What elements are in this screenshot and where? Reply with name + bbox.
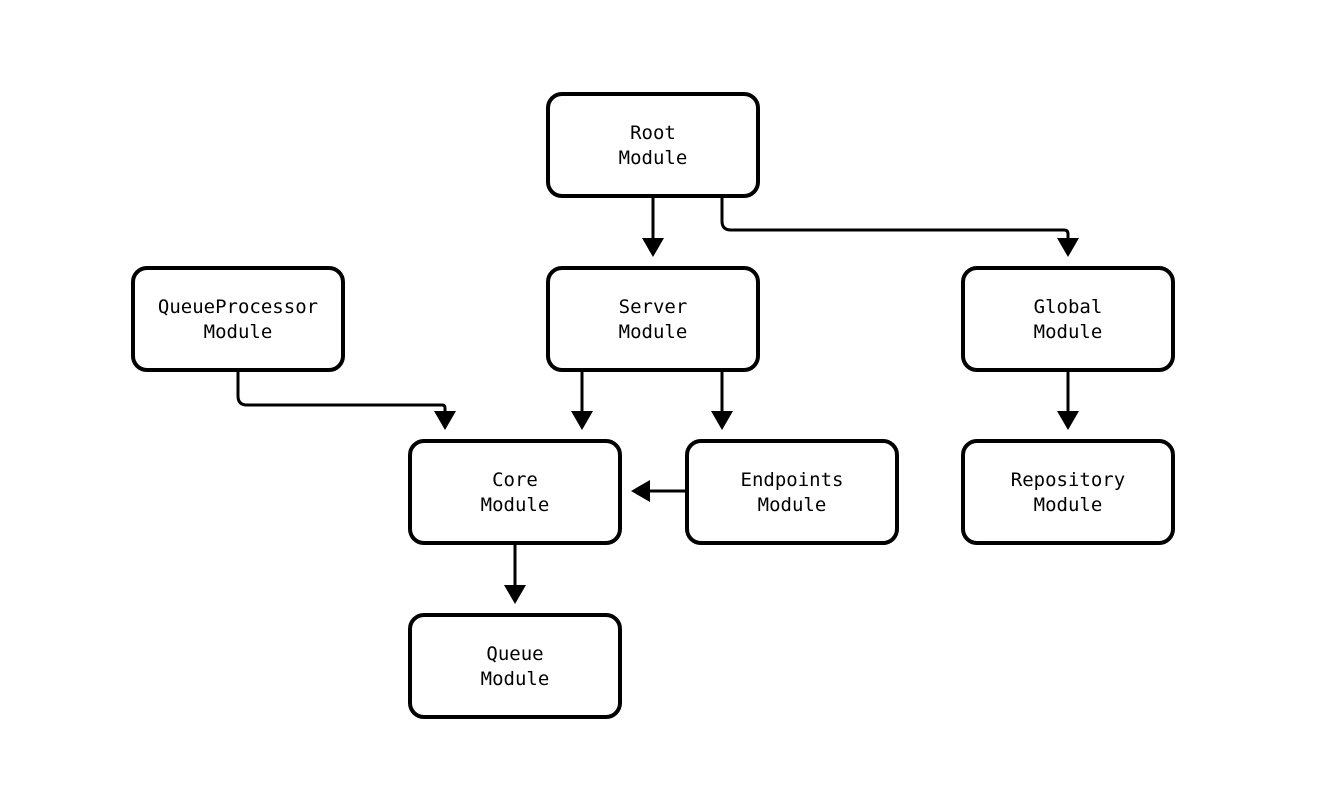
node-label-line1: Root bbox=[630, 122, 676, 144]
node-box[interactable] bbox=[685, 439, 899, 545]
arrowhead-icon bbox=[642, 238, 664, 257]
edge-core-to-queue bbox=[504, 543, 526, 604]
node-label-line2: Module bbox=[758, 493, 827, 515]
edge-line bbox=[720, 196, 1070, 238]
edge-global-to-repository bbox=[1057, 370, 1079, 430]
node-box[interactable] bbox=[961, 439, 1175, 545]
arrowhead-icon bbox=[631, 480, 650, 502]
node-box[interactable] bbox=[408, 439, 622, 545]
node-label-line2: Module bbox=[1034, 493, 1103, 515]
arrowhead-icon bbox=[434, 411, 456, 430]
node-label-line1: Repository bbox=[1011, 469, 1125, 491]
node-label-line1: Server bbox=[619, 296, 688, 318]
node-label-line1: Endpoints bbox=[741, 469, 844, 491]
node-box[interactable] bbox=[961, 266, 1175, 372]
edge-queueprocessor-to-core bbox=[236, 370, 456, 430]
arrowhead-icon bbox=[504, 585, 526, 604]
edge-root-to-global bbox=[720, 196, 1079, 257]
edge-root-to-server bbox=[642, 196, 664, 257]
edge-endpoints-to-core bbox=[631, 480, 687, 502]
node-label-line1: Global bbox=[1034, 296, 1103, 318]
edge-server-to-endpoints bbox=[711, 370, 733, 430]
edge-layer bbox=[236, 196, 1079, 604]
node-box[interactable] bbox=[408, 613, 622, 719]
node-label-line1: QueueProcessor bbox=[158, 296, 318, 318]
edge-line bbox=[236, 370, 447, 411]
node-label-line2: Module bbox=[481, 667, 550, 689]
node-box[interactable] bbox=[131, 266, 345, 372]
arrowhead-icon bbox=[1057, 411, 1079, 430]
arrowhead-icon bbox=[1057, 238, 1079, 257]
arrowhead-icon bbox=[571, 411, 593, 430]
node-label-line2: Module bbox=[204, 320, 273, 342]
arrowhead-icon bbox=[711, 411, 733, 430]
node-label-line2: Module bbox=[1034, 320, 1103, 342]
node-label-line1: Queue bbox=[486, 643, 543, 665]
node-label-line2: Module bbox=[619, 320, 688, 342]
node-label-line1: Core bbox=[492, 469, 538, 491]
node-label-line2: Module bbox=[481, 493, 550, 515]
node-box[interactable] bbox=[546, 266, 760, 372]
node-box[interactable] bbox=[546, 92, 760, 198]
node-label-line2: Module bbox=[619, 146, 688, 168]
edge-server-to-core bbox=[571, 370, 593, 430]
